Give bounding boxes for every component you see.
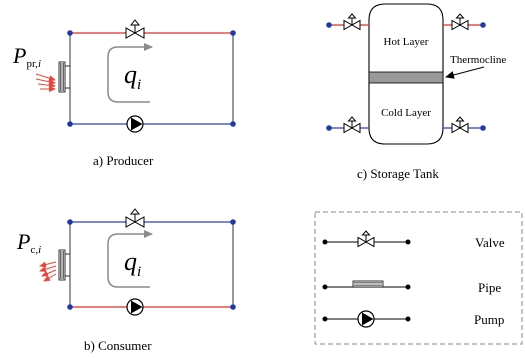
- legend-pipe-coil-icon: [352, 280, 384, 288]
- tank-node-hot-right: [480, 22, 486, 28]
- producer-node-br: [230, 121, 236, 127]
- consumer-pump-icon: [126, 298, 144, 316]
- producer-node-tr: [230, 30, 236, 36]
- thermocline-band: [368, 71, 444, 84]
- tank-valve-cold-left-icon: [343, 116, 361, 134]
- tank-valve-cold-right-icon: [451, 116, 469, 134]
- producer-heater-coil-icon: [58, 61, 70, 93]
- legend-frame: [314, 211, 523, 345]
- producer-caption: a) Producer: [93, 153, 154, 168]
- consumer-node-br: [230, 304, 236, 310]
- producer-heat-arrows-icon: [35, 73, 56, 92]
- producer-node-tl: [67, 30, 73, 36]
- producer-flow-arrow-icon: [107, 43, 153, 103]
- consumer-caption: b) Consumer: [84, 338, 152, 353]
- cold-layer-label: Cold Layer: [381, 107, 431, 119]
- consumer-heater-coil-icon: [58, 249, 70, 281]
- consumer-flow-arrow-icon: [107, 230, 153, 288]
- consumer-node-tl: [67, 219, 73, 225]
- hot-layer-label: Hot Layer: [384, 36, 429, 48]
- tank-valve-hot-right-icon: [451, 13, 469, 31]
- storage-tank: Hot Layer Cold Layer Thermocline: [326, 3, 506, 181]
- legend-pipe-node-right: [405, 284, 411, 290]
- consumer-circuit: Pc,i qi b) Consumer: [16, 208, 236, 353]
- tank-valve-hot-left-icon: [343, 13, 361, 31]
- tank-node-cold-left: [326, 125, 332, 131]
- legend-pipe-label: Pipe: [478, 280, 501, 295]
- tank-node-cold-right: [480, 125, 486, 131]
- tank-caption: c) Storage Tank: [357, 166, 439, 181]
- consumer-valve-icon: [125, 208, 145, 228]
- legend-valve-icon: [357, 230, 375, 248]
- consumer-heat-arrows-icon: [39, 261, 57, 282]
- thermocline-label: Thermocline: [450, 54, 506, 66]
- legend-pump-node-right: [405, 316, 411, 322]
- thermocline-pointer: [445, 66, 485, 79]
- legend: Valve Pipe Pump: [314, 211, 523, 345]
- producer-flow-label: qi: [124, 60, 141, 93]
- legend-pump-icon: [357, 310, 375, 328]
- consumer-flow-label: qi: [124, 247, 141, 280]
- consumer-node-bl: [67, 304, 73, 310]
- legend-valve-label: Valve: [475, 235, 505, 250]
- producer-node-bl: [67, 121, 73, 127]
- legend-pipe-node-left: [322, 284, 328, 290]
- legend-valve-node-right: [405, 239, 411, 245]
- producer-valve-icon: [125, 19, 145, 39]
- legend-pump-node-left: [322, 316, 328, 322]
- tank-node-hot-left: [326, 22, 332, 28]
- producer-power-label: Ppr,i: [12, 43, 41, 70]
- legend-valve-node-left: [322, 239, 328, 245]
- producer-circuit: Ppr,i qi a) Producer: [12, 19, 236, 168]
- producer-pump-icon: [126, 115, 144, 133]
- consumer-node-tr: [230, 219, 236, 225]
- consumer-power-label: Pc,i: [16, 229, 41, 256]
- legend-pump-label: Pump: [474, 312, 504, 327]
